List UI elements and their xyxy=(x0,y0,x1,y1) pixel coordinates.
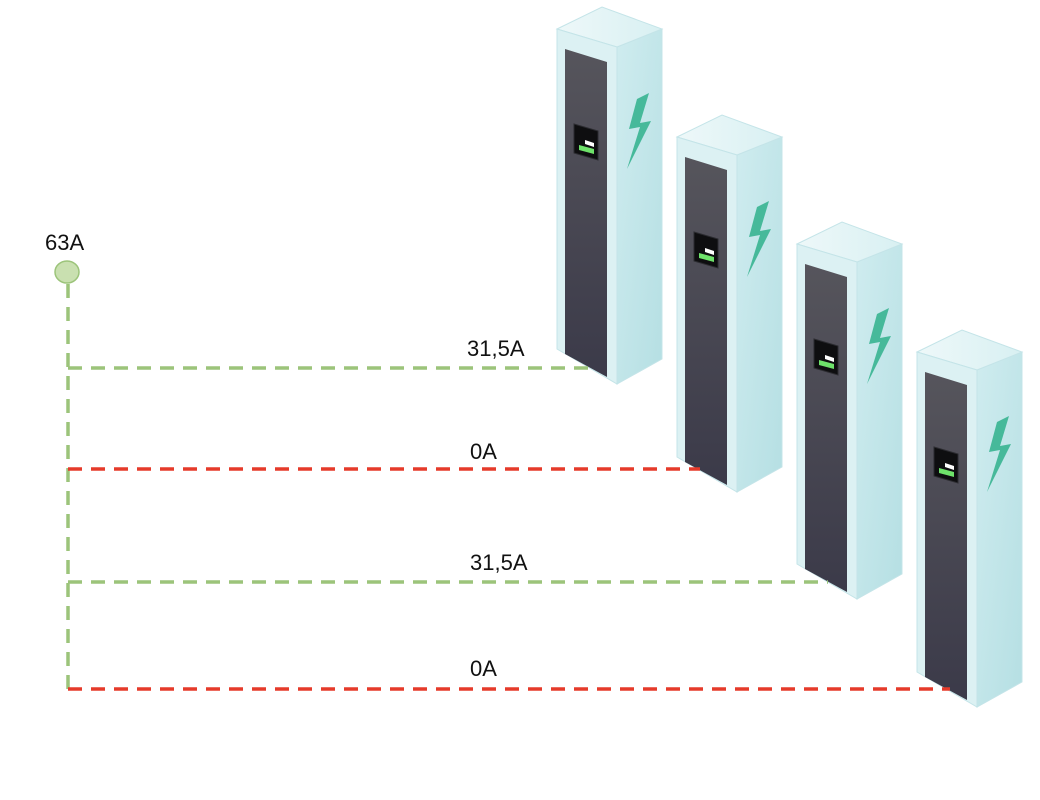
charger-screen-indicator xyxy=(705,248,714,255)
charger-screen-bar xyxy=(579,145,594,154)
charger-front-panel xyxy=(805,264,847,592)
charger-side-panel xyxy=(976,351,1023,708)
lightning-bolt-icon xyxy=(867,308,891,384)
charger-screen-indicator xyxy=(945,463,954,470)
power-lines: 31,5A 0A 31,5A 0A xyxy=(66,284,950,691)
source-dot xyxy=(54,260,80,284)
branch-current-label: 0A xyxy=(470,656,497,681)
charger-front-panel xyxy=(925,372,967,700)
charger-screen-bar xyxy=(939,468,954,477)
charger-front-panel xyxy=(565,49,607,377)
charger-screen-bar xyxy=(819,360,834,369)
charger-screen-indicator xyxy=(585,140,594,147)
branch-current-label: 0A xyxy=(470,439,497,464)
charging-station-3 xyxy=(795,221,904,600)
lightning-bolt-icon xyxy=(747,201,771,277)
charging-station-4 xyxy=(915,329,1024,708)
source-node: 63A xyxy=(45,230,84,284)
charger-screen-indicator xyxy=(825,355,834,362)
lightning-bolt-icon xyxy=(987,416,1011,492)
charging-station-1 xyxy=(555,6,664,385)
source-label: 63A xyxy=(45,230,84,255)
charging-station-2 xyxy=(675,114,784,493)
charger-side-panel xyxy=(856,243,903,600)
branch-current-label: 31,5A xyxy=(470,550,528,575)
charger-front-panel xyxy=(685,157,727,485)
charger-side-panel xyxy=(616,28,663,385)
charging-stations xyxy=(555,6,1024,708)
charger-side-panel xyxy=(736,136,783,493)
lightning-bolt-icon xyxy=(627,93,651,169)
branch-current-label: 31,5A xyxy=(467,336,525,361)
charger-screen-bar xyxy=(699,253,714,262)
